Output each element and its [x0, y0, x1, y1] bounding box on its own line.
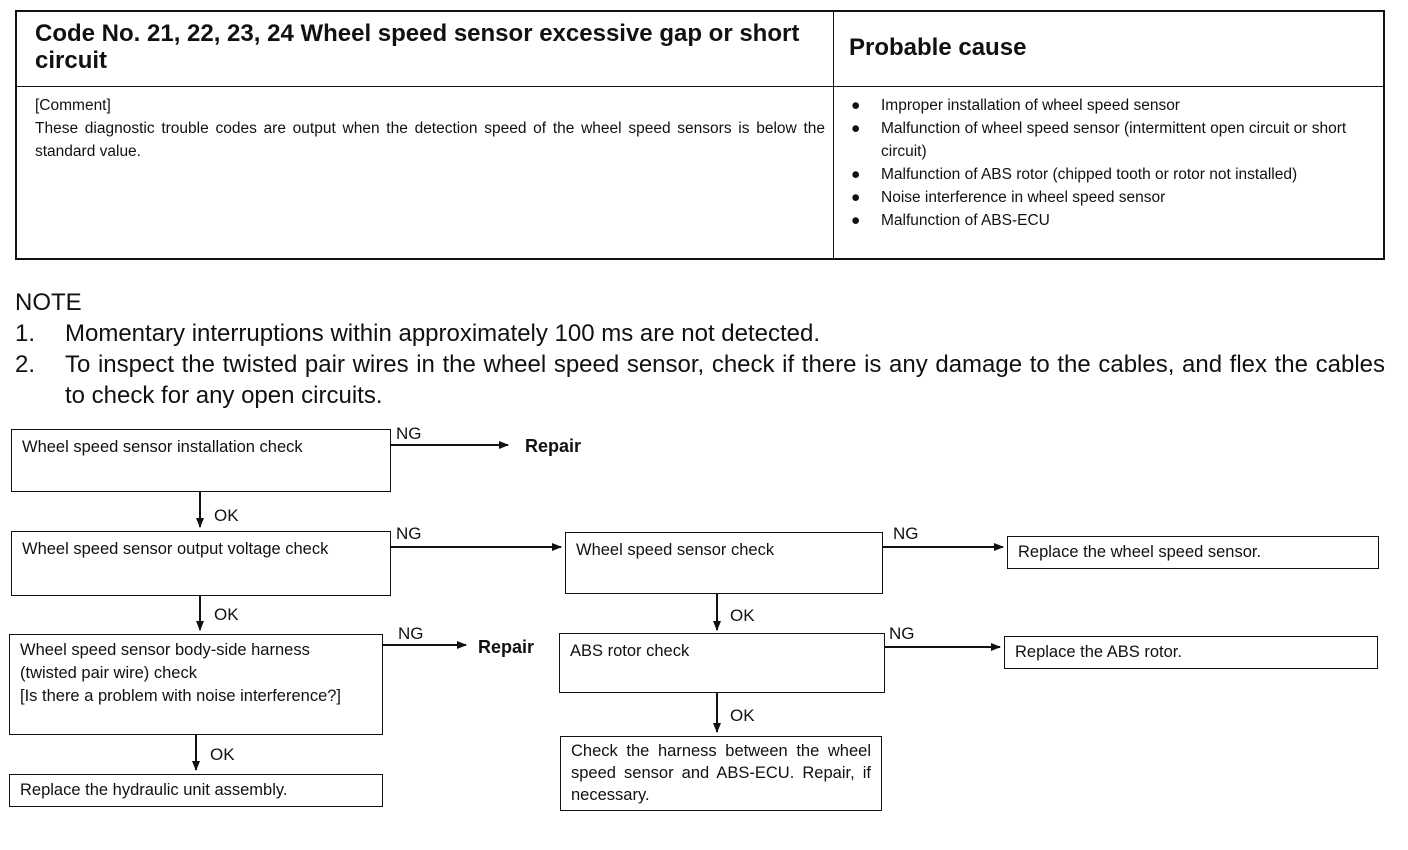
box-text: Wheel speed sensor installation check: [22, 438, 303, 456]
table-row-divider: [17, 86, 1383, 87]
repair-label: Repair: [478, 637, 535, 657]
box-text: Replace the ABS rotor.: [1015, 643, 1182, 661]
abs-rotor-check-box: ABS rotor check: [559, 633, 885, 693]
code-title: Code No. 21, 22, 23, 24 Wheel speed sens…: [35, 20, 800, 74]
note-section: NOTE 1. Momentary interruptions within a…: [15, 287, 1385, 411]
bullet-icon: ●: [851, 212, 861, 229]
list-item: ● Malfunction of ABS-ECU: [847, 209, 1367, 232]
note-text: To inspect the twisted pair wires in the…: [65, 351, 1385, 409]
cause-text: Noise interference in wheel speed sensor: [881, 189, 1166, 206]
list-item: ● Improper installation of wheel speed se…: [847, 94, 1367, 117]
replace-hydraulic-box: Replace the hydraulic unit assembly.: [9, 774, 383, 807]
note-number: 2.: [15, 351, 36, 378]
bullet-icon: ●: [851, 166, 861, 183]
harness-check-box: Wheel speed sensor body-side harness (tw…: [9, 634, 383, 735]
diagnostic-code-table: Code No. 21, 22, 23, 24 Wheel speed sens…: [15, 10, 1385, 260]
repair-label: Repair: [525, 436, 582, 456]
ng-label: NG: [889, 624, 915, 643]
ok-label: OK: [210, 745, 235, 764]
sensor-check-box: Wheel speed sensor check: [565, 532, 883, 594]
replace-rotor-box: Replace the ABS rotor.: [1004, 636, 1378, 669]
table-column-divider: [833, 12, 834, 258]
ok-label: OK: [730, 706, 755, 725]
list-item: ● Malfunction of wheel speed sensor (inte…: [847, 117, 1367, 163]
probable-cause-list: ● Improper installation of wheel speed se…: [847, 94, 1367, 232]
ng-label: NG: [396, 424, 422, 443]
note-heading: NOTE: [15, 289, 82, 316]
box-text: (twisted pair wire) check: [20, 664, 197, 682]
ng-label: NG: [893, 524, 919, 543]
note-item: 1. Momentary interruptions within approx…: [15, 318, 1385, 349]
box-text: Replace the wheel speed sensor.: [1018, 543, 1262, 561]
comment-text: These diagnostic trouble codes are outpu…: [35, 120, 825, 160]
cause-text: Malfunction of ABS-ECU: [881, 212, 1050, 229]
list-item: ● Malfunction of ABS rotor (chipped tooth…: [847, 163, 1367, 186]
ng-label: NG: [396, 524, 422, 543]
note-item: 2. To inspect the twisted pair wires in …: [15, 349, 1385, 411]
box-text: Replace the hydraulic unit assembly.: [20, 781, 288, 799]
box-text: Wheel speed sensor check: [576, 541, 775, 559]
cause-text: Malfunction of wheel speed sensor (inter…: [881, 120, 1347, 160]
replace-sensor-box: Replace the wheel speed sensor.: [1007, 536, 1379, 569]
ok-label: OK: [730, 606, 755, 625]
output-voltage-check-box: Wheel speed sensor output voltage check: [11, 531, 391, 596]
note-number: 1.: [15, 320, 36, 347]
box-text: [Is there a problem with noise interfere…: [20, 687, 342, 705]
list-item: ● Noise interference in wheel speed senso…: [847, 186, 1367, 209]
ng-label: NG: [398, 624, 424, 643]
ok-label: OK: [214, 506, 239, 525]
box-text: ABS rotor check: [570, 642, 690, 660]
check-harness-ecu-box: Check the harness between the wheel spee…: [560, 736, 882, 811]
cause-text: Improper installation of wheel speed sen…: [881, 97, 1180, 114]
bullet-icon: ●: [851, 97, 861, 114]
comment-heading: [Comment]: [35, 97, 111, 114]
bullet-icon: ●: [851, 120, 861, 137]
note-text: Momentary interruptions within approxima…: [65, 320, 821, 347]
probable-cause-title: Probable cause: [849, 34, 1027, 61]
box-text: Wheel speed sensor body-side harness: [20, 641, 310, 659]
comment-section: [Comment] These diagnostic trouble codes…: [35, 94, 825, 163]
box-text: Check the harness between the wheel spee…: [571, 742, 871, 804]
ok-label: OK: [214, 605, 239, 624]
box-text: Wheel speed sensor output voltage check: [22, 540, 329, 558]
installation-check-box: Wheel speed sensor installation check: [11, 429, 391, 492]
bullet-icon: ●: [851, 189, 861, 206]
cause-text: Malfunction of ABS rotor (chipped tooth …: [881, 166, 1298, 183]
